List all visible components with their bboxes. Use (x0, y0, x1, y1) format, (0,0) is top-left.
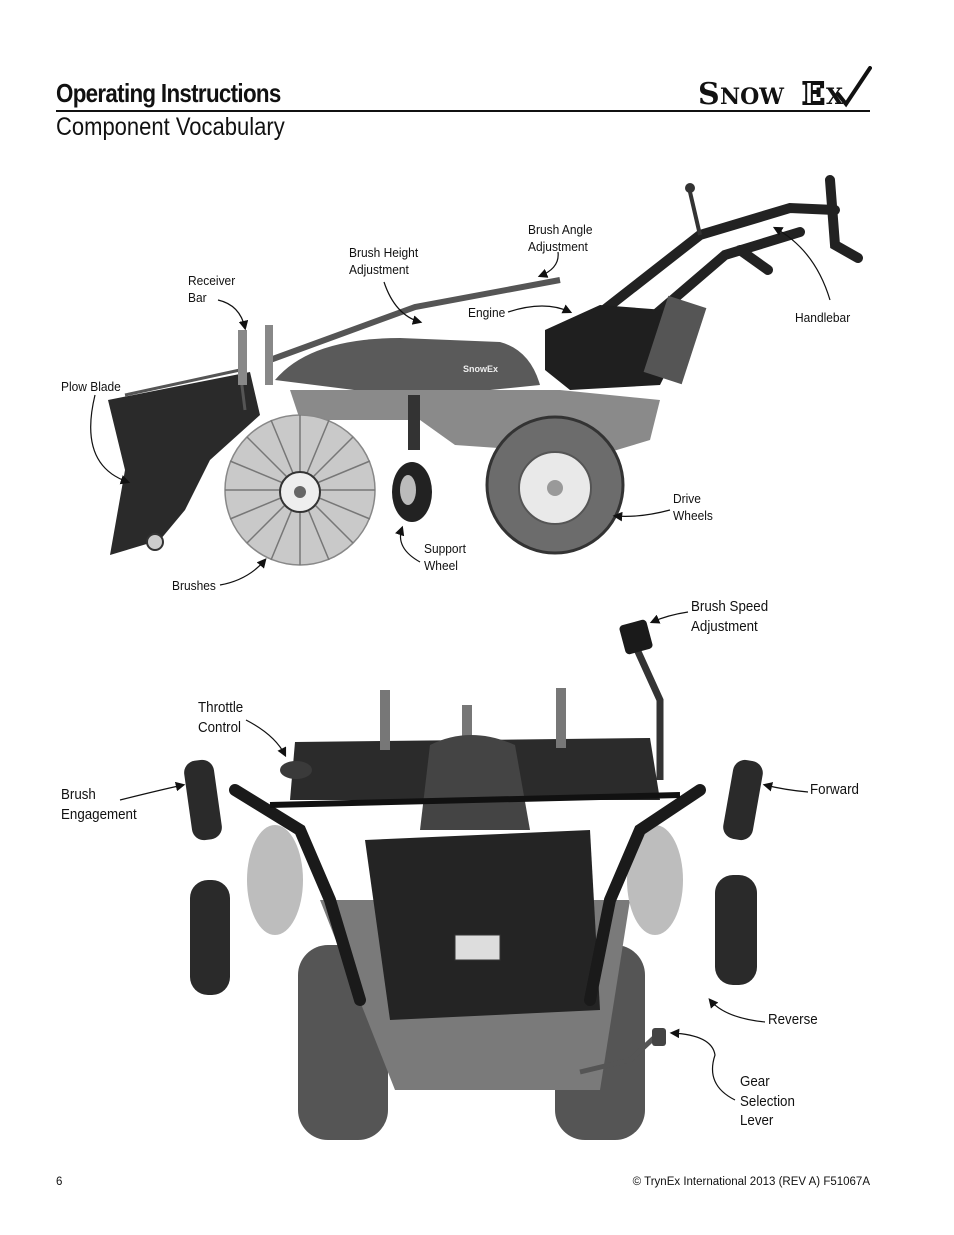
svg-text:SnowEx: SnowEx (463, 364, 498, 374)
label-brush-speed-adjustment: Brush Speed Adjustment (691, 599, 769, 635)
svg-text:S: S (698, 77, 720, 110)
svg-text:NOW: NOW (720, 84, 784, 110)
support-strut (408, 395, 420, 450)
left-grip (190, 880, 230, 995)
label-brush-height-adjustment: Brush Height Adjustment (349, 245, 419, 277)
engine-rear (365, 830, 600, 1020)
label-brushes: Brushes (172, 578, 216, 593)
brush-speed-knob (619, 619, 653, 655)
label-support-wheel: Support Wheel (424, 541, 466, 573)
label-brush-engagement: Brush Engagement (61, 787, 137, 823)
svg-text:X: X (826, 84, 844, 110)
label-drive-wheels: Drive Wheels (673, 491, 713, 523)
label-handlebar: Handlebar (795, 310, 851, 325)
section-title: Operating Instructions (56, 78, 281, 108)
svg-text:E: E (802, 77, 825, 110)
label-brush-angle-adjustment: Brush Angle Adjustment (528, 222, 593, 254)
label-forward: Forward (810, 782, 859, 798)
label-gear-selection-lever: Gear Selection Lever (740, 1074, 795, 1129)
page-subtitle: Component Vocabulary (56, 113, 285, 141)
header-rule (56, 110, 870, 112)
copyright-notice: © TrynEx International 2013 (REV A) F510… (632, 1176, 870, 1188)
label-throttle-control: Throttle Control (198, 700, 244, 736)
label-plow-blade: Plow Blade (61, 379, 121, 394)
label-engine: Engine (468, 305, 506, 320)
label-receiver-bar: Receiver Bar (188, 273, 236, 305)
right-grip (715, 875, 757, 985)
snowex-logo: S NOW E X (698, 66, 872, 110)
brush-housing (275, 338, 540, 395)
brush-angle-knob (685, 183, 695, 193)
label-reverse: Reverse (768, 1012, 818, 1028)
page-number: 6 (56, 1176, 63, 1188)
plow-blade (108, 372, 260, 555)
